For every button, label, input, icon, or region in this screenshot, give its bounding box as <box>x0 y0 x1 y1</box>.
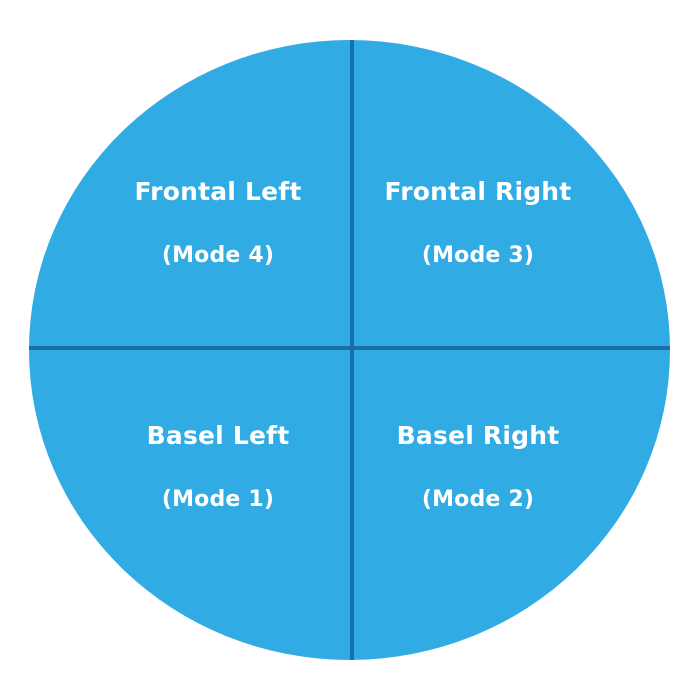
quadrant-frontal-right-mode: (Mode 3) <box>421 242 535 268</box>
quadrant-frontal-left[interactable]: Frontal Left (Mode 4) <box>68 178 368 268</box>
quadrant-basel-right-title: Basel Right <box>396 421 560 450</box>
quadrant-basel-left-title: Basel Left <box>146 421 290 450</box>
horizontal-divider-line <box>29 346 670 350</box>
quadrant-circle <box>29 40 670 660</box>
quadrant-frontal-left-title: Frontal Left <box>134 177 302 206</box>
quadrant-basel-right-mode: (Mode 2) <box>421 486 535 512</box>
quadrant-basel-right[interactable]: Basel Right (Mode 2) <box>328 422 628 512</box>
quadrant-basel-left-mode: (Mode 1) <box>161 486 275 512</box>
vertical-divider-line <box>350 40 354 660</box>
quadrant-frontal-right[interactable]: Frontal Right (Mode 3) <box>328 178 628 268</box>
quadrant-frontal-right-title: Frontal Right <box>384 177 572 206</box>
quadrant-frontal-left-mode: (Mode 4) <box>161 242 275 268</box>
quadrant-basel-left[interactable]: Basel Left (Mode 1) <box>68 422 368 512</box>
